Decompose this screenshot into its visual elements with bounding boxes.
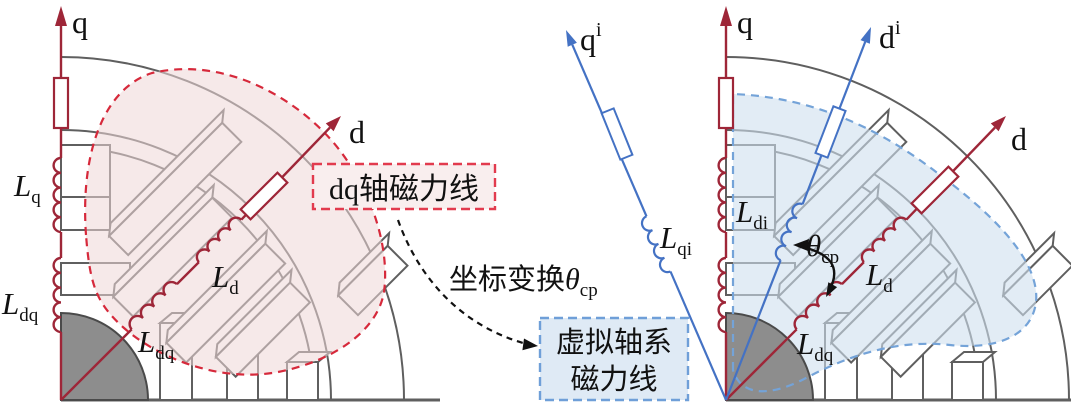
theta-cp-arc (793, 239, 838, 297)
left-q-coil-upper (52, 156, 62, 234)
virtual-flux-label-box: 虚拟轴系 磁力线 (538, 316, 690, 402)
dq-flux-label: dq轴磁力线 (329, 173, 479, 206)
left-flux-region-outline (84, 68, 387, 376)
left-Ldq-q-label: Ldq (1, 286, 39, 326)
right-stator-outer-arc (725, 56, 1070, 401)
right-qi-arrowhead (566, 30, 577, 47)
theta-arc-arrowhead-down (826, 282, 838, 297)
left-flux-region-fill (85, 69, 386, 375)
right-qi-axis-label: qi (580, 19, 602, 57)
right-d-arrowhead (990, 116, 1006, 132)
right-d-element (910, 165, 960, 215)
left-d-axis-label: d (349, 114, 365, 150)
dq-flux-label-box: dq轴磁力线 (311, 162, 497, 211)
right-di-axis-label: di (879, 17, 901, 55)
right-q-coil-upper (717, 156, 727, 234)
right-di-coil (774, 202, 804, 262)
left-d-coil-inner (128, 280, 178, 331)
right-q-coil-lower (717, 256, 727, 334)
right-di-element (814, 105, 847, 159)
theta-arc-arrowhead-left (793, 239, 809, 251)
right-Ldi-label: Ldi (735, 194, 768, 234)
transform-annotation: 坐标变换θcp (449, 263, 598, 301)
right-di-arrowhead (860, 27, 871, 44)
right-q-axis (717, 6, 735, 400)
transform-arrowhead (522, 338, 538, 351)
left-Lq-label: Lq (13, 168, 41, 208)
left-q-element (52, 76, 70, 130)
left-d-axis (60, 116, 341, 401)
right-qi-element (600, 107, 634, 161)
right-flux-region-outline (731, 92, 1038, 393)
right-d-axis (725, 116, 1006, 401)
left-q-coil-lower (52, 256, 62, 334)
left-q-axis-label: q (72, 4, 88, 40)
left-Ld-label: Ld (211, 259, 239, 299)
virtual-flux-label-line1: 虚拟轴系 (556, 326, 672, 359)
left-q-arrowhead (55, 6, 67, 26)
right-d-axis-label: d (1011, 121, 1027, 157)
left-d-arrowhead (325, 116, 341, 132)
right-flux-region-fill (733, 94, 1037, 392)
right-q-element (717, 76, 735, 130)
right-Ld-label: Ld (865, 257, 893, 297)
right-Ldq-label: Ldq (796, 326, 834, 366)
right-q-axis-label: q (737, 4, 753, 40)
left-Ldq-d-label: Ldq (137, 324, 175, 364)
transform-dashed-arrow (396, 219, 524, 345)
right-q-arrowhead (720, 6, 732, 26)
theta-cp-label: θcp (806, 228, 839, 268)
right-d-coil-outer (860, 216, 908, 263)
right-di-axis (724, 27, 871, 401)
left-q-axis (52, 6, 70, 400)
virtual-flux-label-line2: 磁力线 (570, 363, 657, 396)
left-d-coil-outer (195, 216, 243, 263)
right-Lqi-label: Lqi (659, 220, 692, 260)
left-d-element (239, 171, 289, 221)
